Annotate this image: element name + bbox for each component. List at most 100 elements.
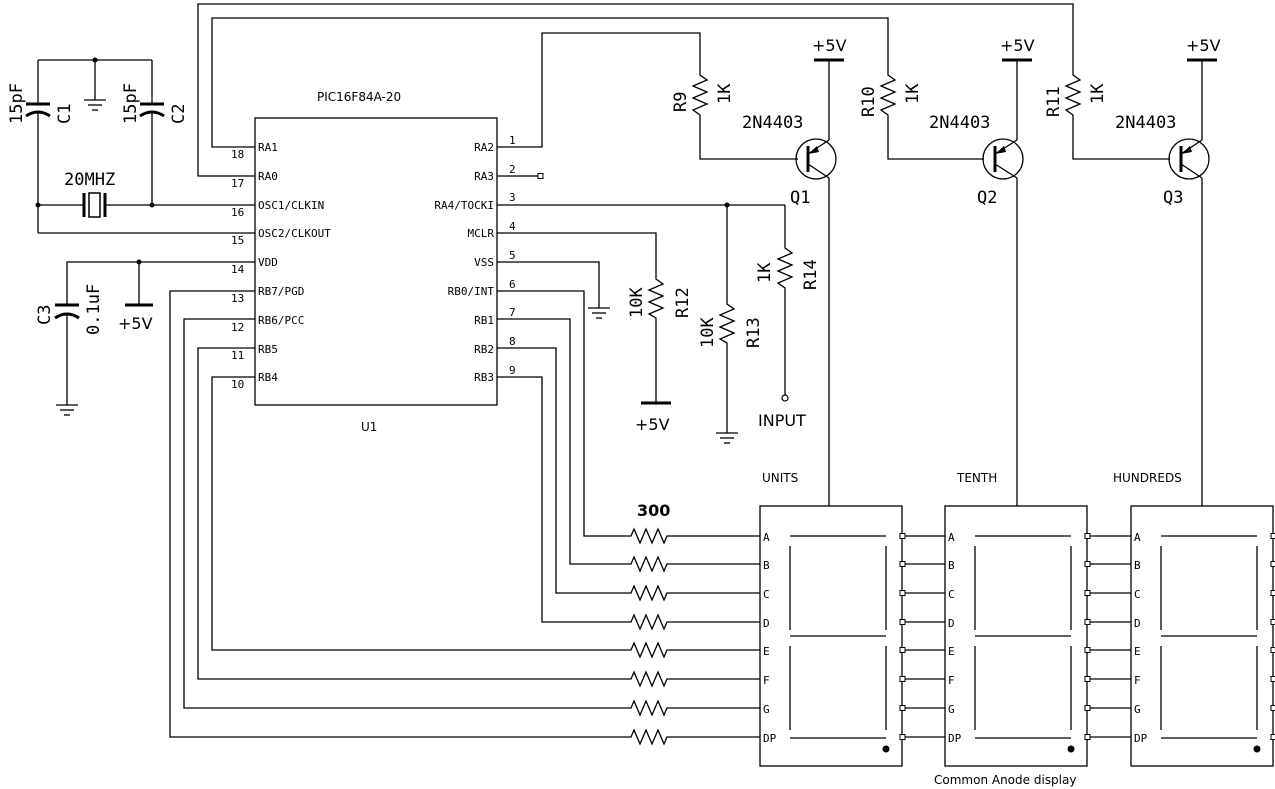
- segment-resistor: [627, 584, 760, 602]
- pin-name: VDD: [258, 256, 278, 269]
- display-title-tenth: TENTH: [956, 471, 997, 485]
- top-wires: [197, 3, 1074, 177]
- segment-pin-label: A: [763, 531, 770, 544]
- pin-terminal: [1084, 561, 1091, 567]
- display-body: [1130, 505, 1274, 767]
- segment-pin-label: F: [763, 674, 770, 687]
- pin-terminal: [1270, 561, 1275, 567]
- input-label: INPUT: [758, 411, 806, 430]
- base-resistors: R9 1K R10 1K R11 1K: [671, 70, 1170, 160]
- q2-part: 2N4403: [929, 113, 990, 133]
- q3-supply-label: +5V: [1186, 36, 1221, 55]
- pin-terminal: [899, 705, 906, 711]
- segment-resistor: [627, 728, 760, 746]
- pin-name: RA1: [258, 141, 278, 154]
- pin-number: 10: [231, 378, 244, 391]
- pin-number: 9: [509, 364, 516, 377]
- pin-number: 13: [231, 292, 244, 305]
- pin-name: RA2: [474, 141, 494, 154]
- segment-pin-label: C: [1134, 588, 1141, 601]
- ground-symbol: [588, 307, 610, 319]
- c1-ref: C1: [55, 104, 75, 124]
- r12-value: 10K: [627, 287, 647, 318]
- ground-symbol: [84, 99, 106, 111]
- r9-value: 1K: [715, 83, 735, 104]
- pin-terminal: [1270, 676, 1275, 682]
- vdd-supply-label: +5V: [118, 314, 153, 333]
- pin-terminal: [899, 619, 906, 625]
- pin-terminal: [1270, 590, 1275, 596]
- c3-value: 0.1uF: [84, 284, 104, 335]
- pin-number: 4: [509, 220, 516, 233]
- segment-resistor: [627, 613, 760, 631]
- q2-ref: Q2: [977, 188, 997, 208]
- crystal-20mhz: [82, 192, 107, 218]
- pin-number: 8: [509, 335, 516, 348]
- pin-name: RB5: [258, 343, 278, 356]
- pin-number: 17: [231, 177, 244, 190]
- transistor-q2: +5V 2N4403 Q2: [929, 36, 1035, 506]
- pin-terminal: [1084, 590, 1091, 596]
- segment-pin-label: E: [763, 645, 770, 658]
- pin-name: RB1: [474, 314, 494, 327]
- pin-terminal: [899, 561, 906, 567]
- r13-value: 10K: [698, 317, 718, 348]
- segment-pin-label: F: [948, 674, 955, 687]
- display-body: [944, 505, 1088, 767]
- r9-ref: R9: [671, 92, 691, 112]
- pin-terminal: [1084, 533, 1091, 539]
- segment-pin-label: A: [948, 531, 955, 544]
- decimal-point-dot: [1067, 745, 1075, 753]
- pin-number: 12: [231, 321, 244, 334]
- transistor-q3: +5V 2N4403 Q3: [1115, 36, 1221, 506]
- pin-number: 18: [231, 148, 244, 161]
- transistor-q1: +5V 2N4403 Q1: [742, 36, 847, 506]
- pin-terminal: [1084, 676, 1091, 682]
- segment-pin-label: G: [1134, 703, 1141, 716]
- pin-terminal: [1084, 705, 1091, 711]
- pin-number: 5: [509, 249, 516, 262]
- c3-ref: C3: [35, 305, 55, 325]
- pin-name: RB0/INT: [448, 285, 495, 298]
- c2-value: 15pF: [121, 83, 141, 124]
- pin-terminal: [1270, 734, 1275, 740]
- oscillator-section: 15pF C1 15pF C2 20MHZ: [7, 57, 255, 234]
- r11-value: 1K: [1088, 83, 1108, 104]
- pin-number: 16: [231, 206, 244, 219]
- q3-ref: Q3: [1163, 188, 1183, 208]
- segment-pin-label: B: [948, 559, 955, 572]
- r14-ref: R14: [801, 259, 821, 290]
- segment-pin-label: D: [1134, 617, 1141, 630]
- q1-supply-label: +5V: [812, 36, 847, 55]
- display-title-hundreds: HUNDREDS: [1113, 471, 1182, 485]
- pin-number: 11: [231, 349, 244, 362]
- pin-name: RB4: [258, 371, 278, 384]
- decimal-point-dot: [882, 745, 890, 753]
- q2-supply-label: +5V: [1000, 36, 1035, 55]
- pin-number: 3: [509, 191, 516, 204]
- segment-pin-label: G: [948, 703, 955, 716]
- segment-resistor-value: 300: [637, 501, 670, 520]
- pin-name: MCLR: [468, 227, 495, 240]
- pin-number: 15: [231, 234, 244, 247]
- r12-ref: R12: [673, 287, 693, 318]
- pin-name: RB6/PCC: [258, 314, 304, 327]
- c1-value: 15pF: [7, 83, 27, 124]
- segment-resistors: 300: [627, 501, 760, 746]
- pin-name: RA0: [258, 170, 278, 183]
- r10-ref: R10: [859, 86, 879, 117]
- pin-number: 14: [231, 263, 245, 276]
- segment-resistor: [627, 527, 760, 545]
- segment-pin-label: DP: [1134, 732, 1148, 745]
- segment-resistor: [627, 699, 760, 717]
- pin-terminal: [1270, 647, 1275, 653]
- pin-number: 1: [509, 134, 516, 147]
- segment-pin-label: D: [763, 617, 770, 630]
- pin-terminal: [899, 533, 906, 539]
- pin-terminal: [1270, 533, 1275, 539]
- segment-pin-label: C: [763, 588, 770, 601]
